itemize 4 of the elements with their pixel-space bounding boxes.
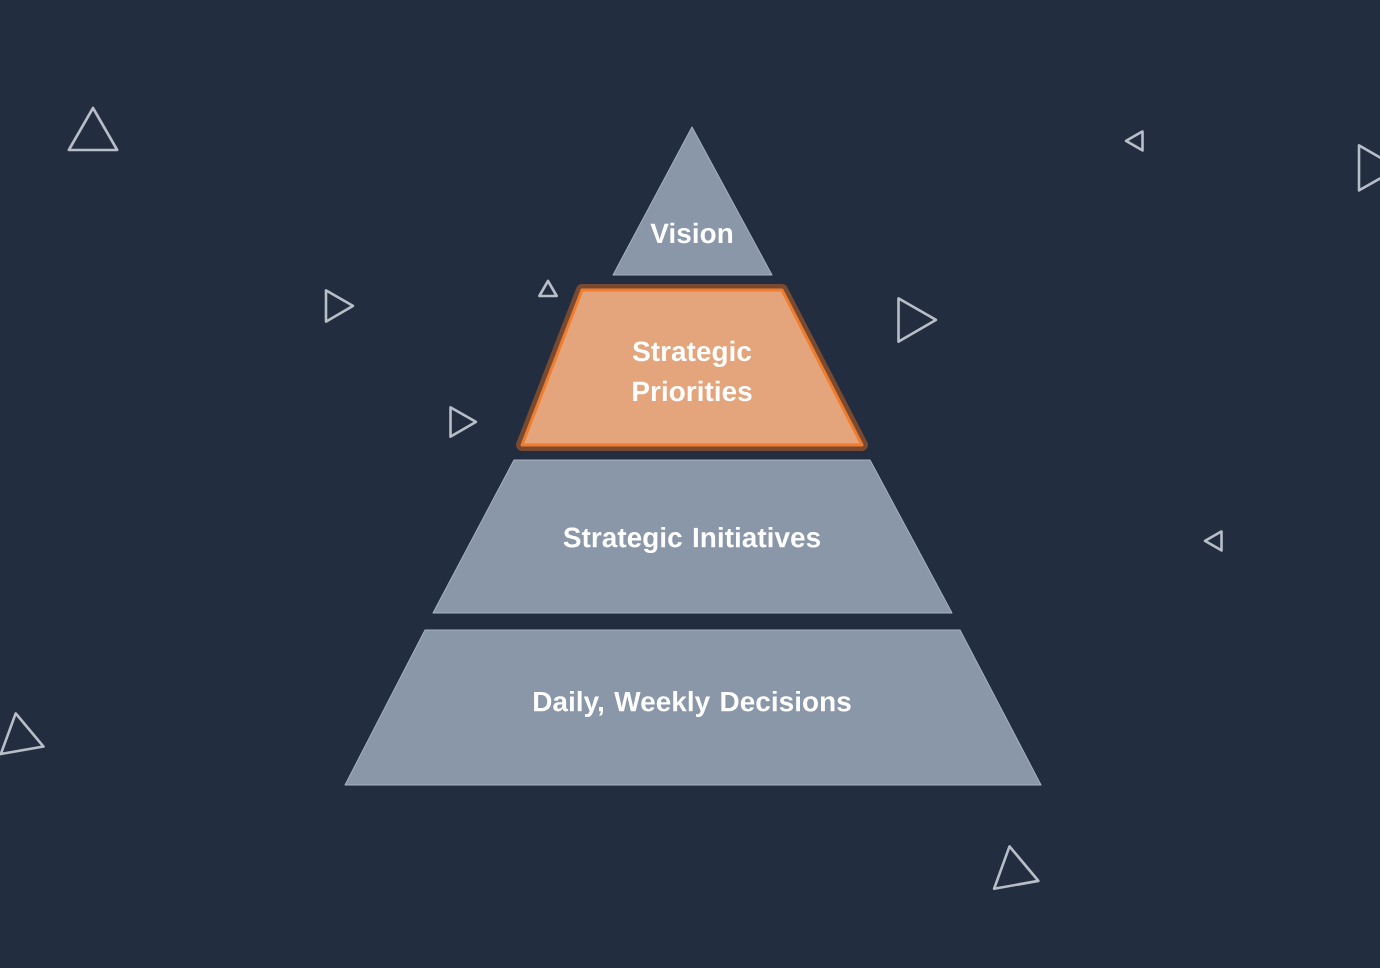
pyramid-layer: Strategic Priorities [516,284,868,451]
pyramid-layer: Strategic Initiatives [432,459,953,614]
pyramid-layer: Daily, Weekly Decisions [344,629,1042,786]
pyramid-layer: Vision [612,126,773,276]
